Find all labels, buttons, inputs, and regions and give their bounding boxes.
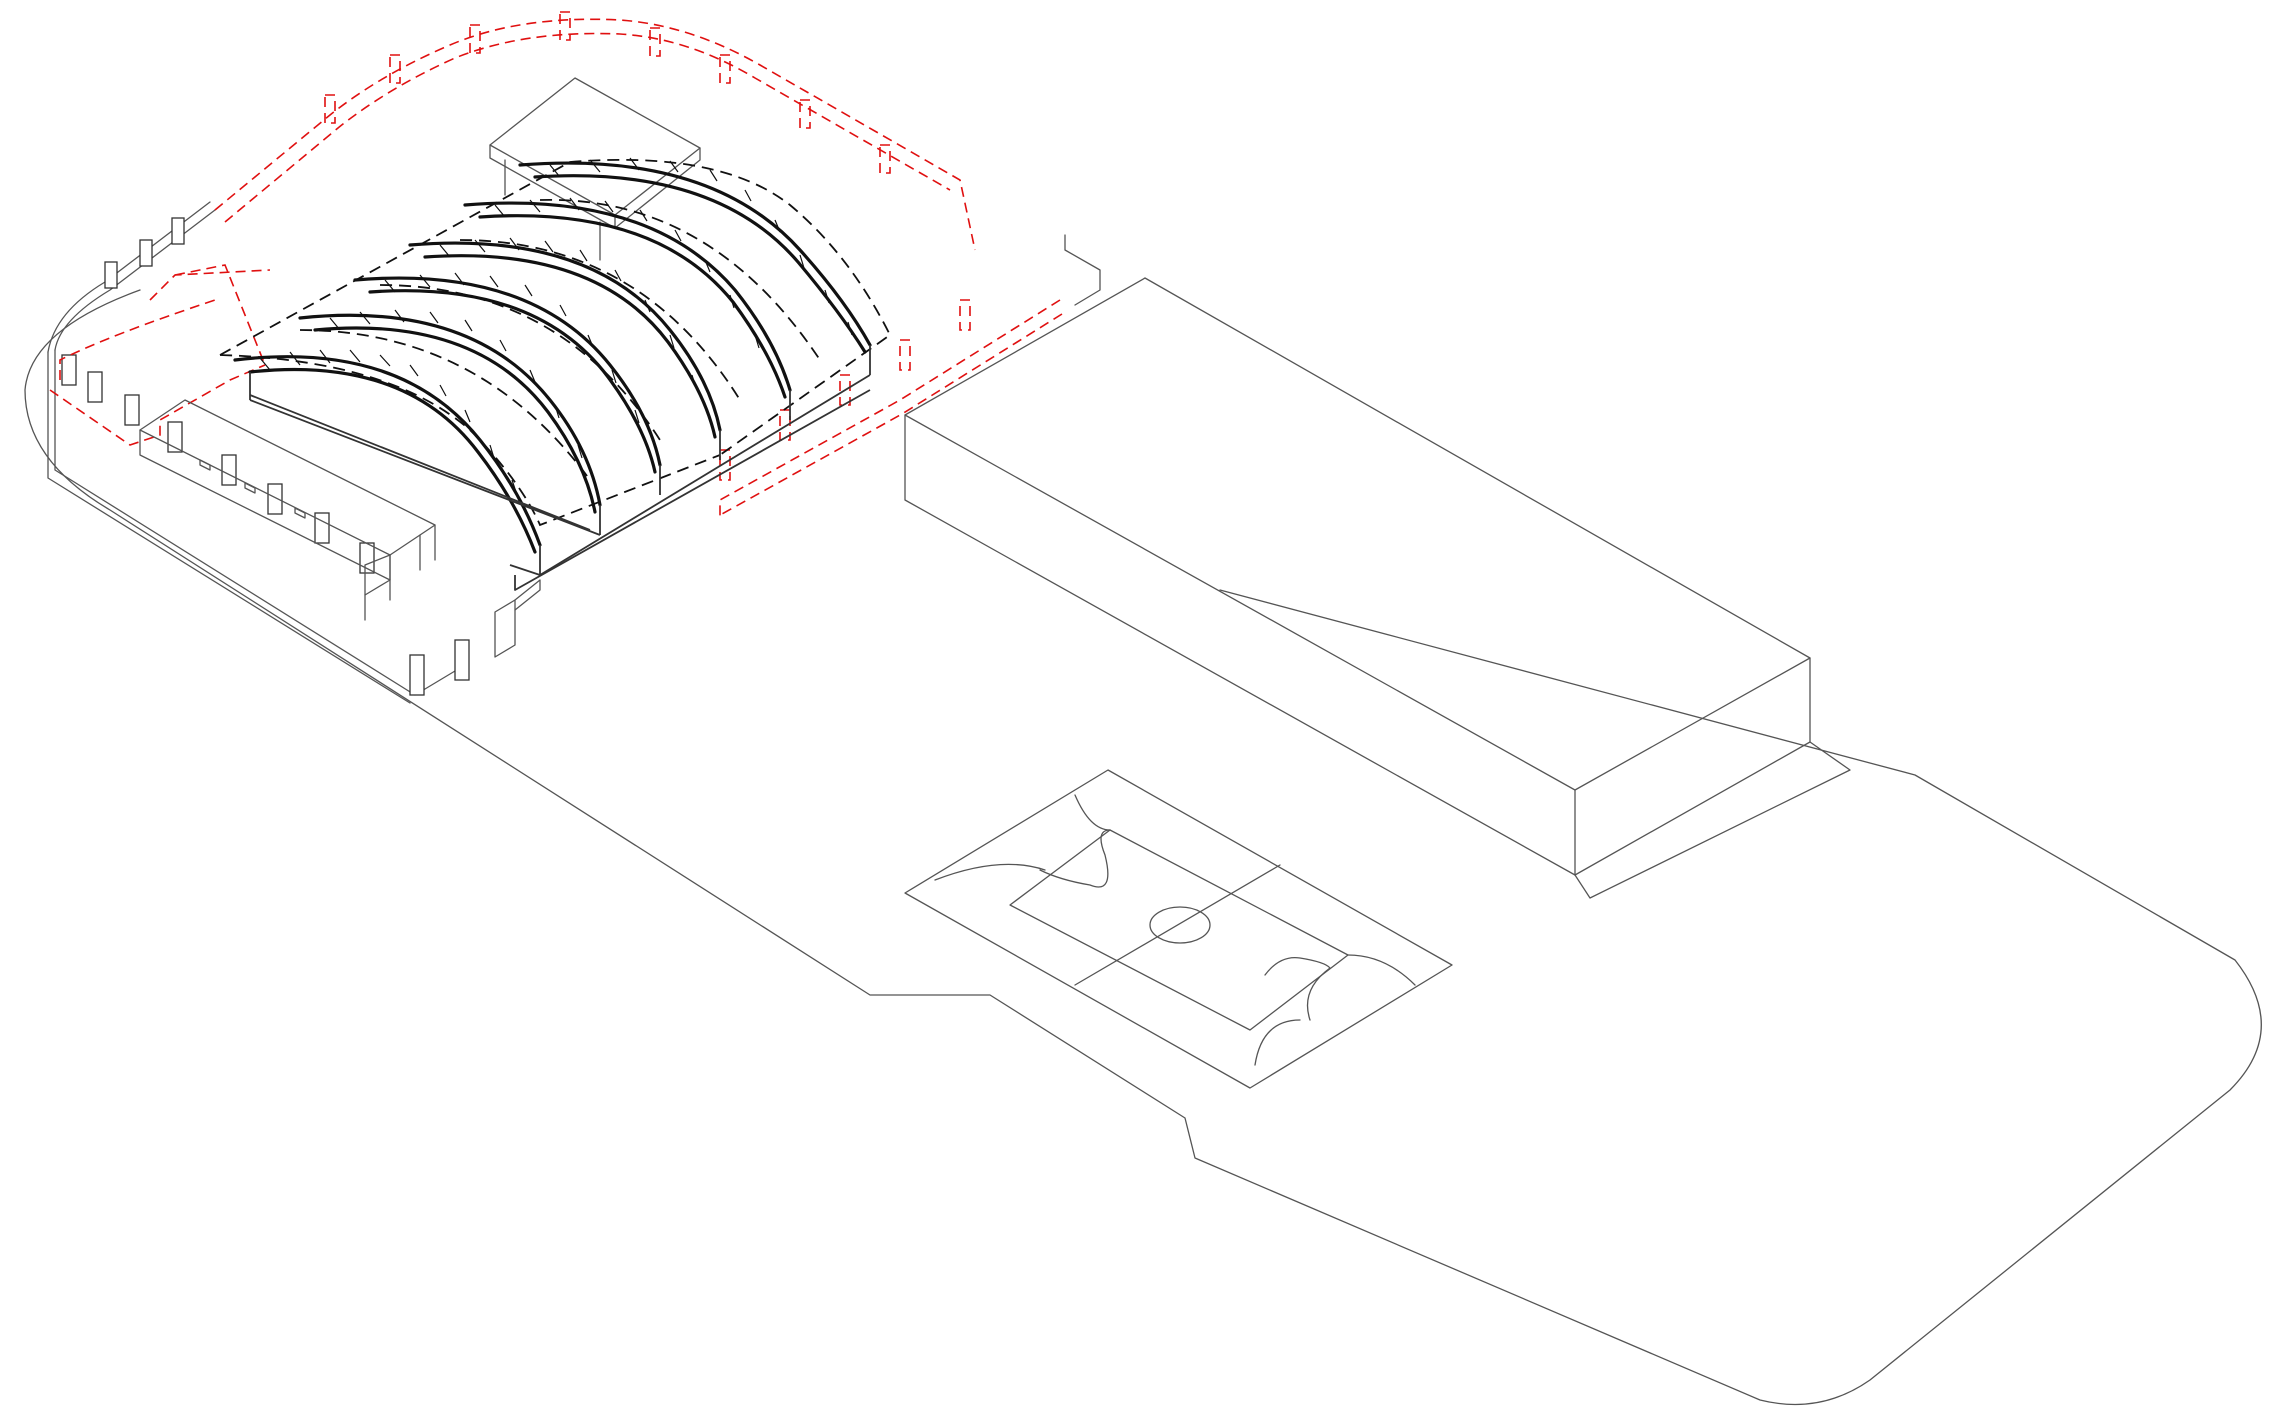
red-dashed-perimeter [49,11,1063,520]
steel-truss-roof [233,157,872,591]
small-building [139,399,436,621]
large-block-building [904,277,1851,899]
black-dashed-roof-outline [219,158,892,527]
perimeter-wall [47,201,1101,704]
truss-1 [233,349,542,575]
rear-canopy [489,77,701,261]
basketball-court [904,769,1453,1089]
site-boundary [24,289,2262,1406]
entrance-gate [494,579,541,658]
truss-3 [353,272,662,495]
truss-2 [298,309,602,535]
truss-5 [463,197,792,420]
truss-6 [518,157,872,375]
truss-4 [408,237,722,460]
